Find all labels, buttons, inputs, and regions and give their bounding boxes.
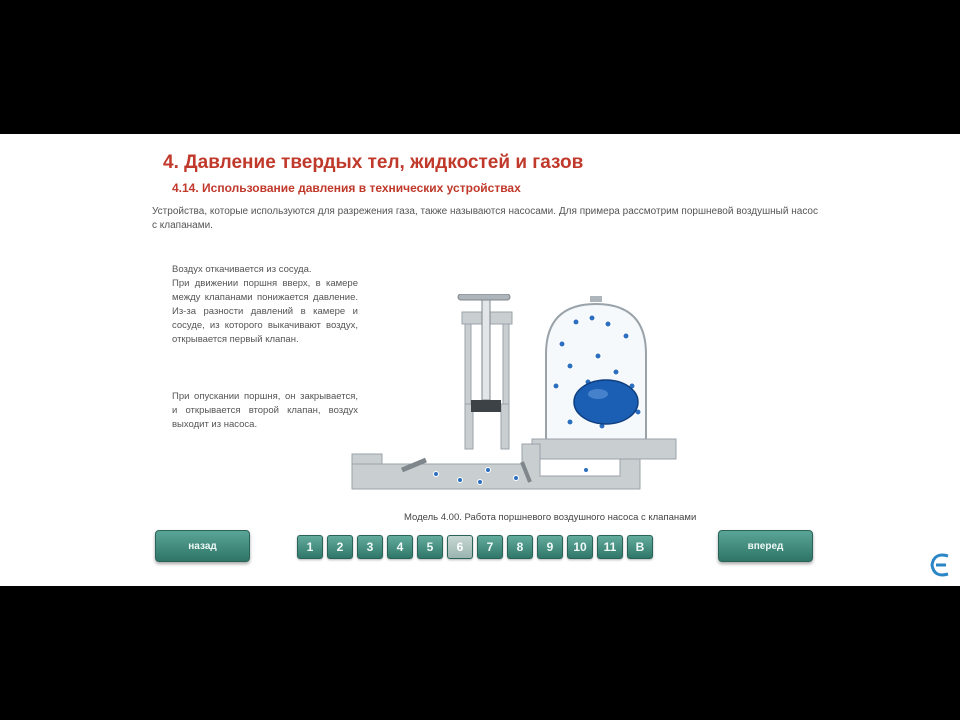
valve-inlet <box>520 461 532 483</box>
page-button-4[interactable]: 4 <box>387 535 413 559</box>
jar-knob <box>590 296 602 302</box>
balloon <box>573 379 639 425</box>
cylinder-upper-left <box>464 323 472 405</box>
section-title: 4.14. Использование давления в техническ… <box>172 181 521 195</box>
back-button[interactable]: назад <box>155 530 250 562</box>
page-button-9[interactable]: 9 <box>537 535 563 559</box>
cylinder-wall-right <box>500 403 510 450</box>
balloon-highlight <box>588 389 608 399</box>
chamber-particles <box>433 467 589 485</box>
side-text-paragraph: При движении поршня вверх, в камере межд… <box>172 278 358 345</box>
page-button-8[interactable]: 8 <box>507 535 533 559</box>
base-plate <box>531 438 677 460</box>
model-caption: Модель 4.00. Работа поршневого воздушног… <box>404 512 697 523</box>
pump-model-illustration <box>351 294 677 490</box>
page-button-1[interactable]: 1 <box>297 535 323 559</box>
chapter-title: 4. Давление твердых тел, жидкостей и газ… <box>163 152 584 173</box>
next-button[interactable]: вперед <box>718 530 813 562</box>
cylinder-upper-right <box>502 323 510 405</box>
air-particles <box>552 314 642 430</box>
intro-text: Устройства, которые используются для раз… <box>152 206 818 231</box>
valve-outlet <box>401 457 427 473</box>
outlet-pipe <box>351 453 383 465</box>
page-button-11[interactable]: 11 <box>597 535 623 559</box>
side-text-block-1: Воздух откачивается из сосуда. При движе… <box>172 263 358 347</box>
side-text-line: Воздух откачивается из сосуда. <box>172 264 312 275</box>
page-button-2[interactable]: 2 <box>327 535 353 559</box>
lesson-page: 4. Давление твердых тел, жидкостей и газ… <box>0 134 960 586</box>
page-button-6[interactable]: 6 <box>447 535 473 559</box>
page-button-12[interactable]: В <box>627 535 653 559</box>
piston-rod <box>481 299 491 401</box>
piston <box>471 400 501 412</box>
publisher-logo-icon <box>930 553 949 577</box>
piston-handle <box>457 294 511 301</box>
page-button-3[interactable]: 3 <box>357 535 383 559</box>
page-button-10[interactable]: 10 <box>567 535 593 559</box>
side-text-block-2: При опускании поршня, он закрывается, и … <box>172 391 358 430</box>
page-button-7[interactable]: 7 <box>477 535 503 559</box>
page-button-5[interactable]: 5 <box>417 535 443 559</box>
